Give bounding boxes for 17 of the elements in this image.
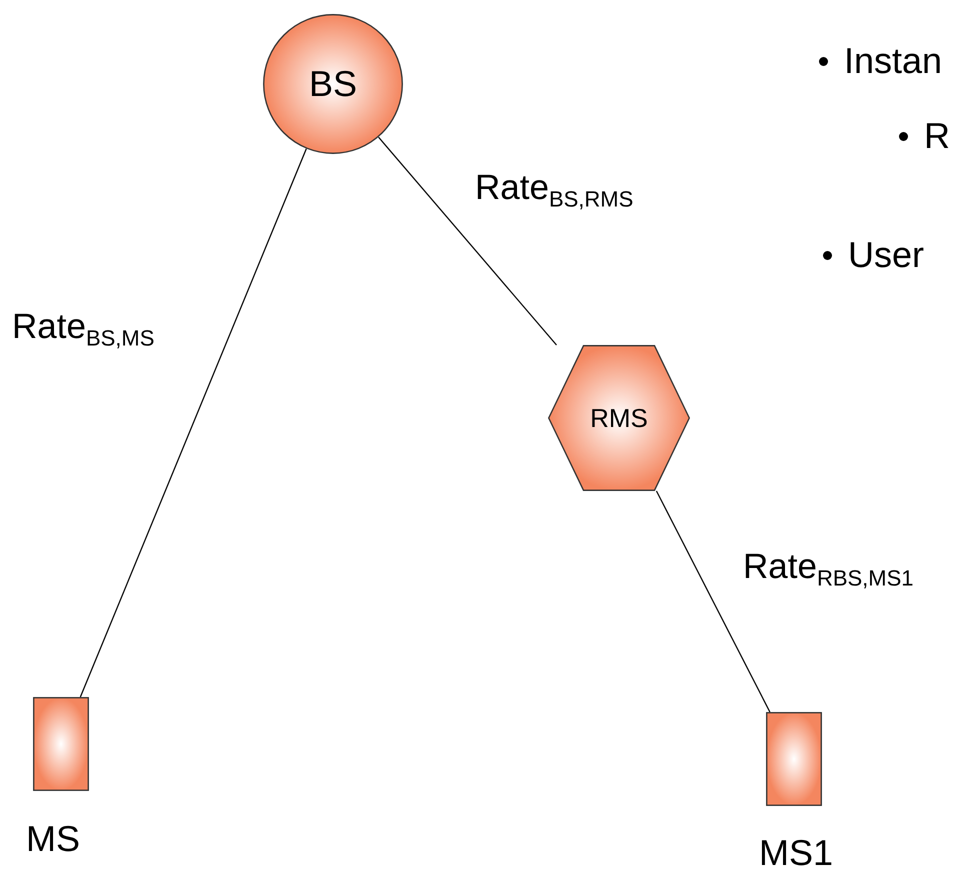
node-caption: MS [26,818,80,860]
connector-line [378,136,557,346]
edge-label: Rate$_{BS,MS}$ [12,309,154,350]
device-box [33,697,89,791]
node-label: RMS [590,402,648,434]
node-caption: MS1 [759,832,834,870]
device-box [766,712,822,806]
node-label: BS [308,63,358,105]
bullet-text: Instan [844,40,942,82]
connector-line [656,490,770,712]
connector-line [80,148,307,698]
relay-hexagon [548,345,690,491]
station-circle [263,14,403,154]
edge-label: Rate$_{RBS,MS1}$ [743,549,914,590]
bullet-text: R [924,115,950,156]
bullet-text: User [848,234,924,276]
edge-label: Rate$_{BS,RMS}$ [475,170,634,211]
